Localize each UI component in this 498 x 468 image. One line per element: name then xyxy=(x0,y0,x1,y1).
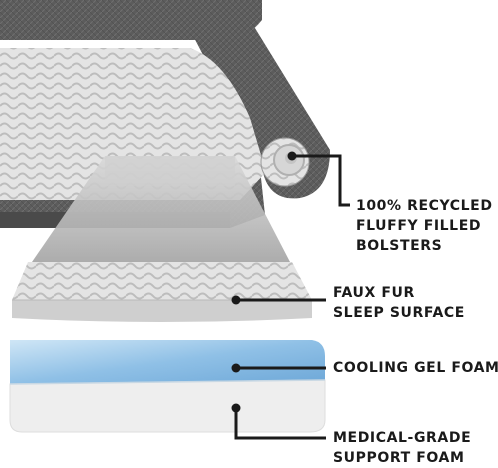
callout-sleep-surface: FAUX FUR SLEEP SURFACE xyxy=(333,283,465,323)
fur-swatch xyxy=(12,262,312,322)
callout-sleep-line-1: FAUX FUR xyxy=(333,285,415,301)
callout-support-foam: MEDICAL-GRADE SUPPORT FOAM xyxy=(333,428,471,468)
callout-gel-line-1: COOLING GEL FOAM xyxy=(333,360,498,376)
callout-support-line-2: SUPPORT FOAM xyxy=(333,450,465,466)
callout-dots xyxy=(231,151,297,413)
callout-bolsters-line-2: FLUFFY FILLED xyxy=(356,218,482,234)
foam-layers xyxy=(9,340,326,433)
callout-support-line-1: MEDICAL-GRADE xyxy=(333,430,472,446)
callout-bolsters-line-3: BOLSTERS xyxy=(356,238,443,254)
callout-lines xyxy=(234,154,350,440)
callout-bolsters-line-1: 100% RECYCLED xyxy=(356,198,493,214)
callout-gel-foam: COOLING GEL FOAM xyxy=(333,358,498,378)
callout-bolsters: 100% RECYCLED FLUFFY FILLED BOLSTERS xyxy=(356,196,493,256)
callout-sleep-line-2: SLEEP SURFACE xyxy=(333,305,465,321)
